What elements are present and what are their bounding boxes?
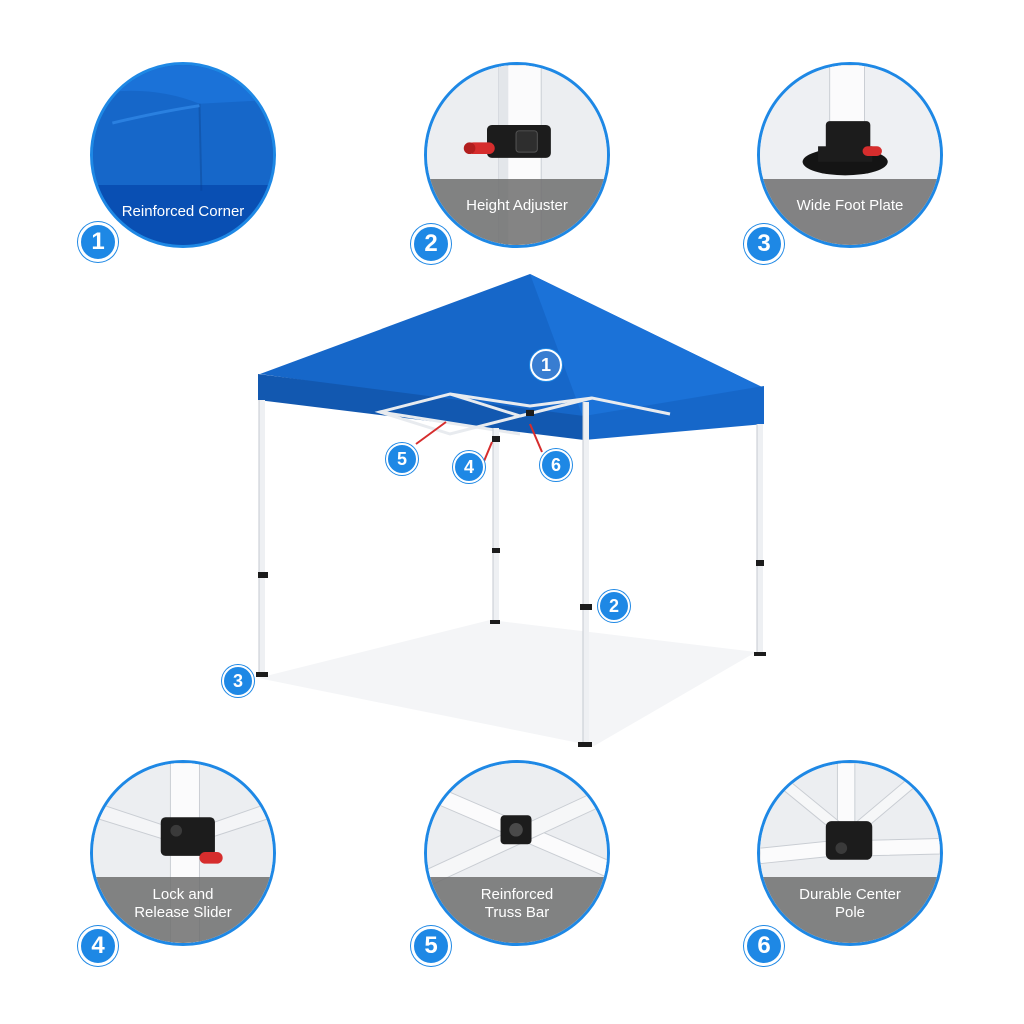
detail-reinforced-corner: Reinforced Corner [90, 62, 276, 248]
badge-2: 2 [411, 224, 451, 264]
badge-4: 4 [78, 926, 118, 966]
caption-reinforced-corner: Reinforced Corner [93, 185, 273, 245]
caption-lock-release-slider: Lock and Release Slider [93, 877, 273, 943]
badge-1: 1 [78, 222, 118, 262]
badge-5: 5 [411, 926, 451, 966]
canopy-valance [258, 374, 584, 440]
tent-pin-3: 3 [222, 665, 254, 697]
tent-pin-6: 6 [540, 449, 572, 481]
tent-pin-4: 4 [453, 451, 485, 483]
detail-lock-release-slider: Lock and Release Slider [90, 760, 276, 946]
caption-reinforced-truss-bar: Reinforced Truss Bar [427, 877, 607, 943]
detail-reinforced-truss-bar: Reinforced Truss Bar [424, 760, 610, 946]
detail-height-adjuster: Height Adjuster [424, 62, 610, 248]
canopy-tent-illustration [256, 274, 766, 747]
detail-wide-foot-plate: Wide Foot Plate [757, 62, 943, 248]
tent-pin-5: 5 [386, 443, 418, 475]
badge-6: 6 [744, 926, 784, 966]
tent-pin-1: 1 [530, 349, 562, 381]
caption-durable-center-pole: Durable Center Pole [760, 877, 940, 943]
detail-durable-center-pole: Durable Center Pole [757, 760, 943, 946]
caption-height-adjuster: Height Adjuster [427, 179, 607, 245]
caption-wide-foot-plate: Wide Foot Plate [760, 179, 940, 245]
tent-pin-2: 2 [598, 590, 630, 622]
badge-3: 3 [744, 224, 784, 264]
